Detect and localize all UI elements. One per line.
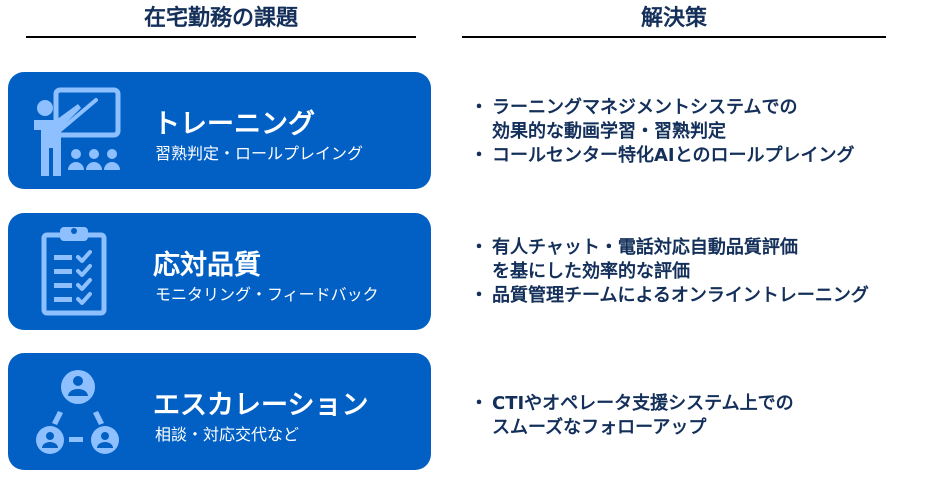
challenge-subtitle: モニタリング・フィードバック bbox=[155, 285, 379, 304]
bullet-icon: ・ bbox=[470, 393, 488, 414]
challenge-title: トレーニング bbox=[153, 109, 315, 140]
solution-line: 有人チャット・電話対応自動品質評価 bbox=[492, 237, 798, 258]
challenge-title: 応対品質 bbox=[153, 250, 261, 281]
solution-list-escalation: ・ CTIやオペレータ支援システム上での スムーズなフォローアップ bbox=[470, 392, 910, 440]
challenge-subtitle: 習熟判定・ロールプレイング bbox=[155, 144, 364, 163]
challenge-subtitle: 相談・対応交代など bbox=[155, 425, 300, 444]
solution-line: CTIやオペレータ支援システム上での bbox=[492, 393, 794, 414]
solution-list-quality: ・ 有人チャット・電話対応自動品質評価 を基にした効率的な評価 ・ 品質管理チー… bbox=[470, 236, 910, 308]
user-network-icon bbox=[36, 370, 119, 454]
challenge-card-quality: 応対品質 モニタリング・フィードバック bbox=[8, 213, 431, 330]
challenge-card-training: トレーニング 習熟判定・ロールプレイング bbox=[8, 72, 431, 189]
solution-item: ・ ラーニングマネジメントシステムでの 効果的な動画学習・習熟判定 bbox=[470, 96, 910, 144]
solution-line: ラーニングマネジメントシステムでの bbox=[492, 97, 798, 118]
solution-list-training: ・ ラーニングマネジメントシステムでの 効果的な動画学習・習熟判定 ・ コールセ… bbox=[470, 96, 910, 168]
challenge-title: エスカレーション bbox=[153, 390, 369, 421]
header-solutions: 解決策 bbox=[462, 4, 886, 38]
solution-line: を基にした効率的な評価 bbox=[492, 261, 690, 282]
solution-line: コールセンター特化AIとのロールプレイング bbox=[492, 145, 855, 166]
solution-line: 効果的な動画学習・習熟判定 bbox=[492, 121, 726, 142]
bullet-icon: ・ bbox=[470, 97, 488, 118]
solution-item: ・ 有人チャット・電話対応自動品質評価 を基にした効率的な評価 bbox=[470, 236, 910, 284]
challenge-card-escalation: エスカレーション 相談・対応交代など bbox=[8, 353, 431, 470]
bullet-icon: ・ bbox=[470, 237, 488, 258]
solution-item: ・ 品質管理チームによるオンライントレーニング bbox=[470, 284, 910, 308]
solution-line: スムーズなフォローアップ bbox=[492, 417, 707, 438]
bullet-icon: ・ bbox=[470, 285, 488, 306]
header-challenges: 在宅勤務の課題 bbox=[26, 4, 416, 38]
solution-item: ・ コールセンター特化AIとのロールプレイング bbox=[470, 144, 910, 168]
teacher-presentation-icon bbox=[34, 87, 121, 176]
solution-item: ・ CTIやオペレータ支援システム上での スムーズなフォローアップ bbox=[470, 392, 910, 440]
clipboard-checklist-icon bbox=[41, 227, 107, 316]
bullet-icon: ・ bbox=[470, 145, 488, 166]
solution-line: 品質管理チームによるオンライントレーニング bbox=[492, 285, 869, 306]
